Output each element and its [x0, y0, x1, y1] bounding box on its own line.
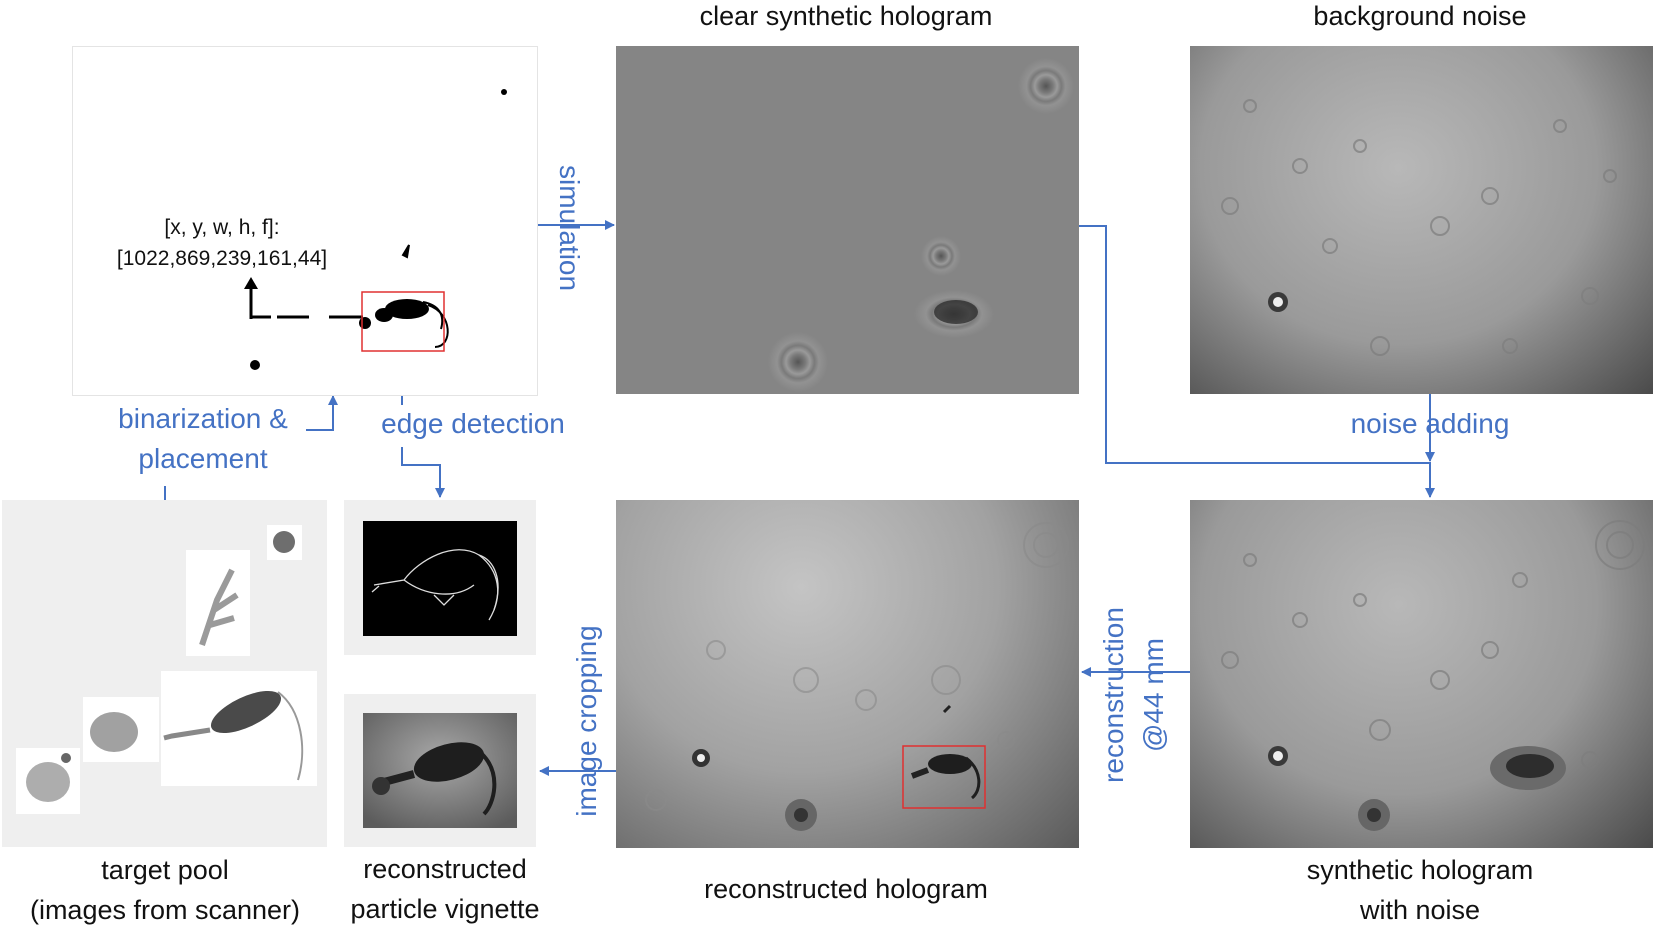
step-binarization-line1: binarization &	[118, 403, 288, 434]
edge-vignette-panel	[344, 500, 536, 655]
label-vignette-line1: reconstructed	[363, 854, 527, 884]
target-pool-panel	[2, 500, 327, 847]
label-noisy-hologram-line2: with noise	[1359, 895, 1481, 925]
reconstructed-hologram-image	[616, 500, 1079, 848]
step-reconstruction-line2: @44 mm	[1138, 638, 1169, 752]
reconstructed-vignette-panel	[344, 694, 536, 847]
background-noise-image	[1190, 46, 1653, 394]
label-vignette-line2: particle vignette	[350, 894, 540, 924]
clear-hologram-image	[616, 46, 1079, 394]
step-noise-adding: noise adding	[1350, 408, 1510, 439]
noisy-hologram-image	[1190, 500, 1653, 848]
arrow-edge-detection-2	[401, 447, 445, 498]
label-target-pool: target pool (images from scanner)	[0, 850, 330, 930]
step-reconstruction: reconstruction @44 mm	[1094, 595, 1174, 795]
label-background-noise: background noise	[1313, 1, 1527, 31]
label-target-pool-line2: (images from scanner)	[29, 895, 301, 925]
label-vignette: reconstructed particle vignette	[320, 849, 570, 929]
step-simulation: simulation	[554, 165, 585, 292]
step-reconstruction-line1: reconstruction	[1098, 607, 1129, 783]
arrow-clear-to-noisy	[1076, 225, 1435, 498]
step-edge-detection: edge detection	[381, 408, 565, 439]
placement-values: [1022,869,239,161,44]	[116, 247, 328, 270]
placement-format: [x, y, w, h, f]:	[164, 216, 280, 239]
binary-placement-panel	[72, 46, 538, 396]
arrow-binarization	[306, 395, 338, 431]
label-noisy-hologram-line1: synthetic hologram	[1306, 855, 1534, 885]
label-target-pool-line1: target pool	[101, 855, 229, 885]
placement-coordinates: [x, y, w, h, f]: [1022,869,239,161,44]	[92, 212, 352, 274]
step-image-cropping: image cropping	[571, 625, 602, 817]
label-reconstructed-hologram: reconstructed hologram	[704, 874, 988, 904]
step-binarization-line2: placement	[138, 443, 268, 474]
label-noisy-hologram: synthetic hologram with noise	[1190, 850, 1650, 930]
label-clear-hologram: clear synthetic hologram	[699, 1, 993, 31]
step-binarization: binarization & placement	[88, 399, 318, 479]
